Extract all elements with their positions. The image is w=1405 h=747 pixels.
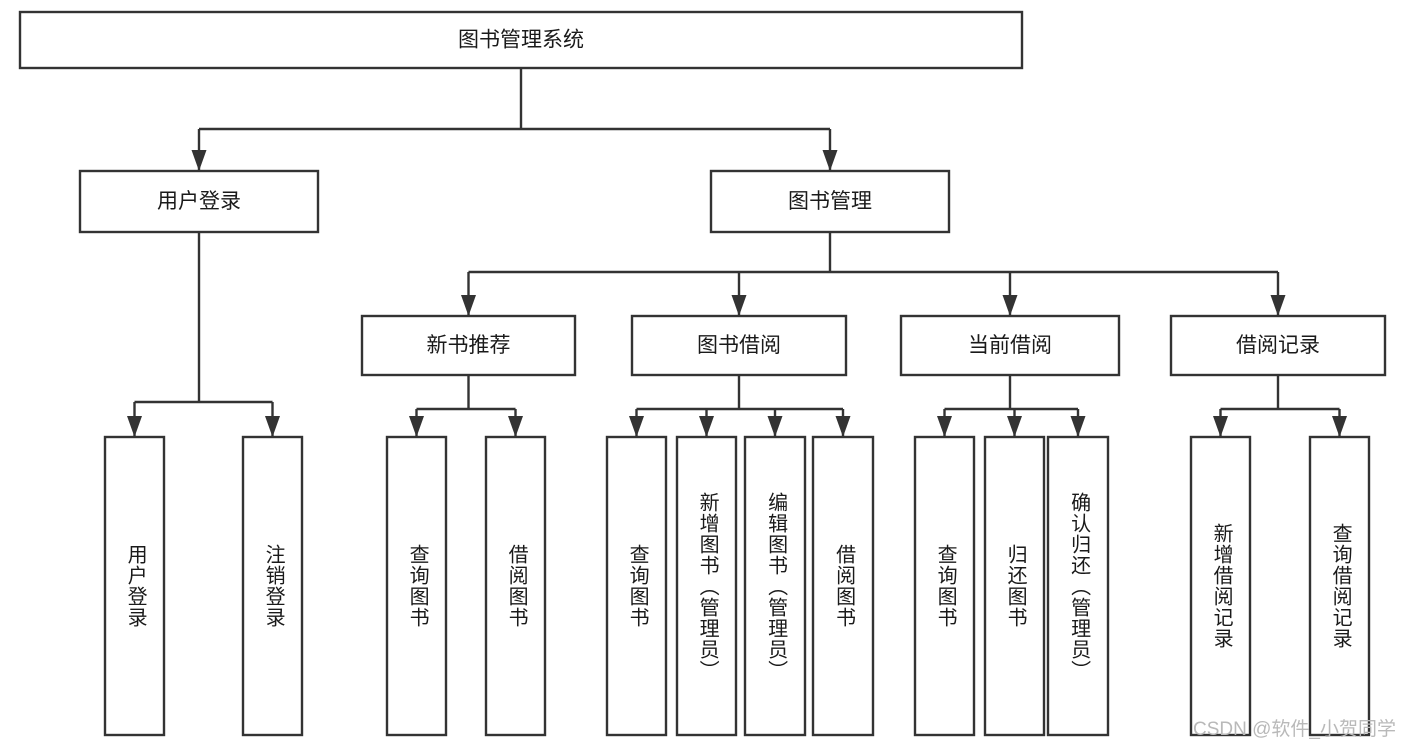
node-box-user-login (78, 169, 320, 234)
connector-arrow (629, 416, 644, 437)
connector-arrow (1270, 295, 1286, 316)
connector-arrow (767, 416, 783, 437)
node-box-leaf-query-book-1 (385, 435, 448, 737)
connector-arrow (191, 150, 207, 171)
connector-arrow (1332, 416, 1347, 437)
node-box-book-borrow (630, 314, 848, 377)
connector-arrow (1002, 295, 1018, 316)
connector-arrow (937, 416, 952, 437)
node-box-leaf-query-record (1308, 435, 1371, 737)
node-box-leaf-query-book-3 (913, 435, 976, 737)
connector-arrow (822, 150, 838, 171)
csdn-watermark: CSDN @软件_小贺同学 (1193, 719, 1396, 740)
connector-arrow (508, 416, 523, 437)
connector-arrow (1007, 416, 1022, 437)
node-label-new-book-recommend: 新书推荐 (427, 334, 511, 357)
node-box-leaf-query-book-2 (605, 435, 668, 737)
node-box-leaf-borrow-book-2 (811, 435, 875, 737)
node-box-new-book-recommend (360, 314, 577, 377)
connector-arrow (461, 295, 476, 316)
connector-arrow (265, 416, 280, 437)
node-box-leaf-user-login (103, 435, 166, 737)
node-box-leaf-borrow-book-1 (484, 435, 547, 737)
node-box-leaf-add-record (1189, 435, 1252, 737)
node-label-book-borrow: 图书借阅 (697, 334, 781, 357)
connector-arrow (127, 416, 142, 437)
connector-arrow (1213, 416, 1228, 437)
connector-arrow (1070, 416, 1086, 437)
node-label-root: 图书管理系统 (458, 29, 584, 52)
node-box-book-management (709, 169, 951, 234)
connector-arrow (699, 416, 714, 437)
node-box-leaf-return-book (983, 435, 1046, 737)
node-label-user-login: 用户登录 (157, 190, 241, 213)
node-box-leaf-logout (241, 435, 304, 737)
node-box-current-borrow (899, 314, 1121, 377)
node-box-leaf-edit-book (743, 435, 807, 737)
node-box-leaf-add-book (675, 435, 738, 737)
node-label-current-borrow: 当前借阅 (968, 334, 1052, 357)
connector-layer (127, 68, 1347, 437)
node-box-leaf-confirm-return (1046, 435, 1110, 737)
node-label-borrow-record: 借阅记录 (1236, 334, 1320, 357)
node-box-root (18, 10, 1024, 70)
node-label-book-management: 图书管理 (788, 190, 872, 213)
connector-arrow (835, 416, 851, 437)
node-box-borrow-record (1169, 314, 1387, 377)
box-layer (18, 10, 1387, 737)
connector-arrow (409, 416, 424, 437)
connector-arrow (731, 295, 747, 316)
